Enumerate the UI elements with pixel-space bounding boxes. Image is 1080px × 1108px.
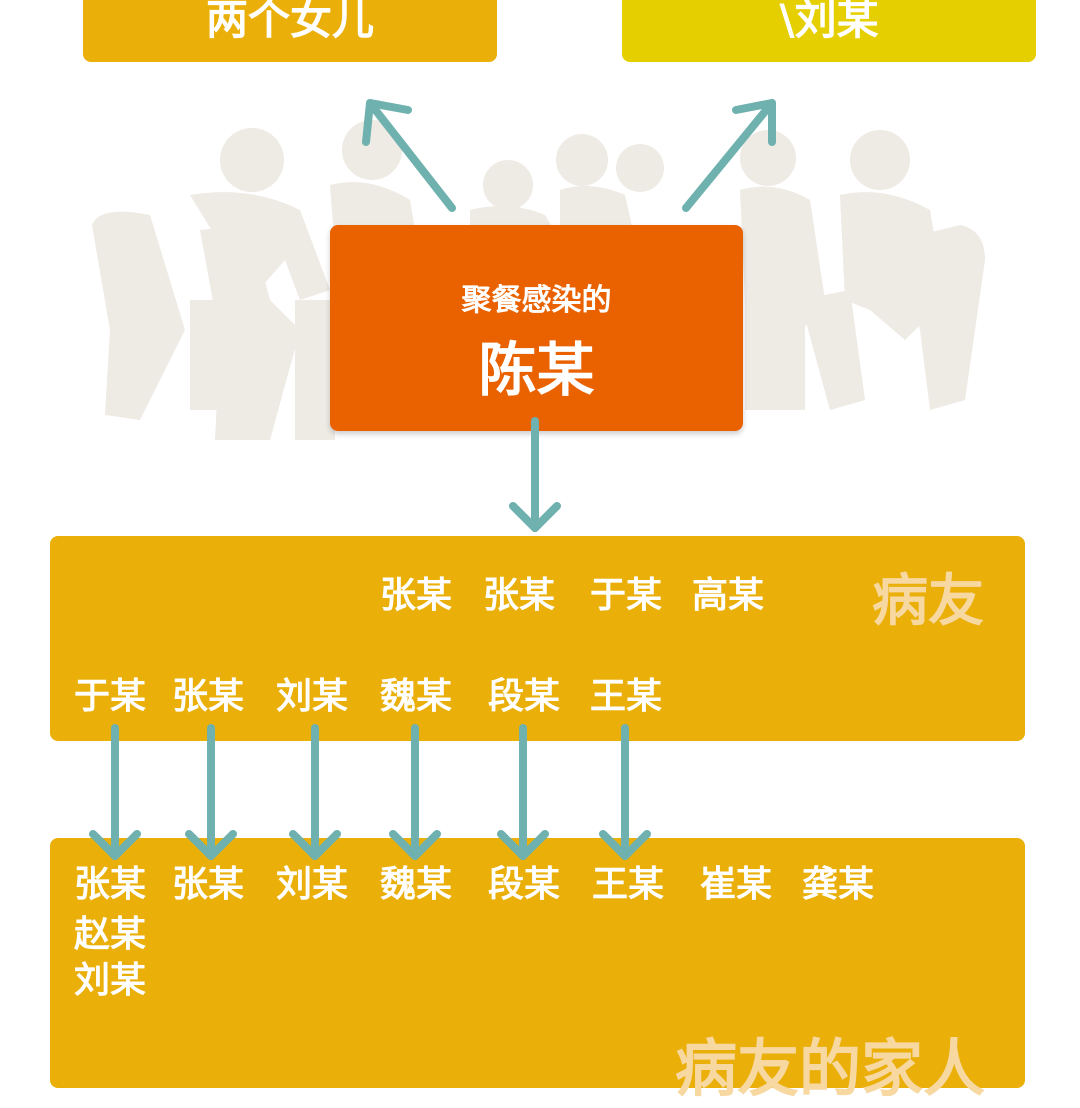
liu-label: \刘某 xyxy=(779,0,879,44)
arrow-friend-to-family xyxy=(185,724,237,860)
arrow-friend-to-family xyxy=(89,724,141,860)
friend-name: 高某 xyxy=(692,575,765,616)
family-name: 魏某 xyxy=(380,864,453,905)
friend-name: 王某 xyxy=(590,676,663,717)
source-case-box: 聚餐感染的 陈某 xyxy=(330,225,743,431)
arrow-friend-to-family xyxy=(389,724,441,860)
friend-name: 于某 xyxy=(74,676,147,717)
daughters-box: 两个女儿 xyxy=(83,0,497,62)
family-name: 赵某 xyxy=(74,914,147,955)
daughters-label: 两个女儿 xyxy=(205,0,374,44)
liu-box: \刘某 xyxy=(622,0,1036,62)
source-case-name: 陈某 xyxy=(478,336,595,404)
family-name: 刘某 xyxy=(74,960,147,1001)
arrow-friend-to-family xyxy=(289,724,341,860)
family-name: 张某 xyxy=(74,864,147,905)
friend-name: 刘某 xyxy=(276,676,349,717)
arrow-friend-to-family xyxy=(497,724,549,860)
friend-name: 张某 xyxy=(380,575,453,616)
arrow-to-friends xyxy=(509,417,561,532)
friend-name: 于某 xyxy=(590,575,663,616)
family-name: 龚某 xyxy=(802,864,875,905)
friend-name: 魏某 xyxy=(380,676,453,717)
family-name: 王某 xyxy=(592,864,665,905)
source-case-subtitle: 聚餐感染的 xyxy=(461,283,612,318)
arrow-friend-to-family xyxy=(599,724,651,860)
patient-families-box: 病友的家人 张某 张某 刘某 魏某 段某 王某 崔某 龚某 赵某 刘某 xyxy=(50,838,1025,1105)
family-name: 段某 xyxy=(488,864,561,905)
friend-name: 张某 xyxy=(172,676,245,717)
arrow-to-liu xyxy=(682,99,776,212)
arrow-to-daughters xyxy=(362,99,456,212)
family-name: 刘某 xyxy=(276,864,349,905)
patient-friends-label: 病友 xyxy=(872,569,984,634)
patient-friends-box: 病友 张某 张某 于某 高某 于某 张某 刘某 魏某 段某 王某 xyxy=(50,536,1025,741)
arrows-layer xyxy=(89,99,776,860)
family-name: 崔某 xyxy=(700,864,773,905)
friend-name: 段某 xyxy=(488,676,561,717)
family-name: 张某 xyxy=(172,864,245,905)
friend-name: 张某 xyxy=(483,575,556,616)
